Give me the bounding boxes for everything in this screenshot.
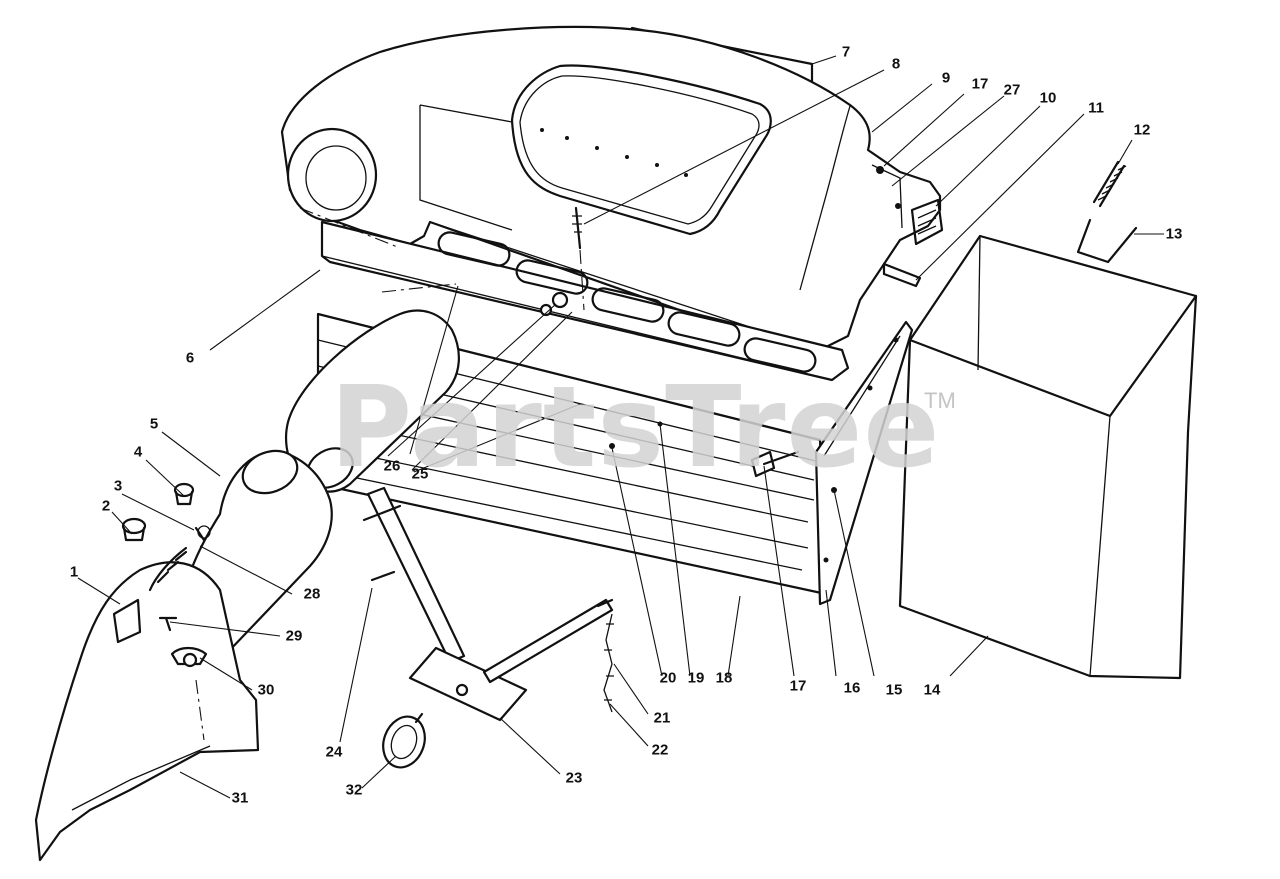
leader-lines <box>77 55 1164 799</box>
part-28-chain <box>148 525 211 592</box>
callout-31: 31 <box>231 789 249 807</box>
callout-24: 24 <box>325 743 343 761</box>
callout-3: 3 <box>113 477 123 495</box>
callout-19: 19 <box>687 669 705 687</box>
part-6-base-plate <box>299 207 850 382</box>
callout-4: 4 <box>133 443 143 461</box>
callout-13: 13 <box>1165 225 1183 243</box>
callout-12: 12 <box>1133 121 1151 139</box>
callout-25: 25 <box>411 465 429 483</box>
part-24-bolt <box>362 504 402 582</box>
part-10-latch <box>910 198 944 246</box>
callout-22: 22 <box>651 741 669 759</box>
watermark-text: PartsTree <box>330 363 941 493</box>
callout-23: 23 <box>565 769 583 787</box>
callout-10: 10 <box>1039 89 1057 107</box>
callout-30: 30 <box>257 681 275 699</box>
part-4-knob <box>173 482 195 506</box>
part-12-spring <box>1092 160 1127 208</box>
callout-15: 15 <box>885 681 903 699</box>
part-32-clamp <box>382 712 426 769</box>
callout-1: 1 <box>69 563 79 581</box>
part-8-screw <box>572 206 585 311</box>
part-31-deflector <box>34 561 260 862</box>
part-29-screw <box>158 616 178 632</box>
callout-9: 9 <box>941 69 951 87</box>
callout-5: 5 <box>149 415 159 433</box>
part-30-wingnut <box>170 646 208 668</box>
watermark-trademark: TM <box>924 388 956 413</box>
part-26-nut <box>539 291 569 317</box>
callout-6: 6 <box>185 349 195 367</box>
callout-26: 26 <box>383 457 401 475</box>
callout-17-bottom: 17 <box>789 677 807 695</box>
callout-32: 32 <box>345 781 363 799</box>
callout-27: 27 <box>1003 81 1021 99</box>
part-21-chain <box>603 613 614 713</box>
part-11-clip <box>882 262 922 288</box>
callout-18: 18 <box>715 669 733 687</box>
callout-21: 21 <box>653 709 671 727</box>
callout-29: 29 <box>285 627 303 645</box>
part-17-bolt <box>750 450 800 478</box>
callout-17-top: 17 <box>971 75 989 93</box>
callout-8: 8 <box>891 55 901 73</box>
callout-11: 11 <box>1088 99 1104 117</box>
callout-16: 16 <box>843 679 861 697</box>
callout-28: 28 <box>303 585 321 603</box>
part-13-handle <box>1076 218 1138 264</box>
callout-20: 20 <box>659 669 677 687</box>
part-14-bag <box>898 234 1198 680</box>
part-2-knob <box>121 517 147 542</box>
part-23-bracket <box>366 486 614 722</box>
callout-14: 14 <box>923 681 941 699</box>
callout-7: 7 <box>841 43 851 61</box>
callout-2: 2 <box>101 497 111 515</box>
